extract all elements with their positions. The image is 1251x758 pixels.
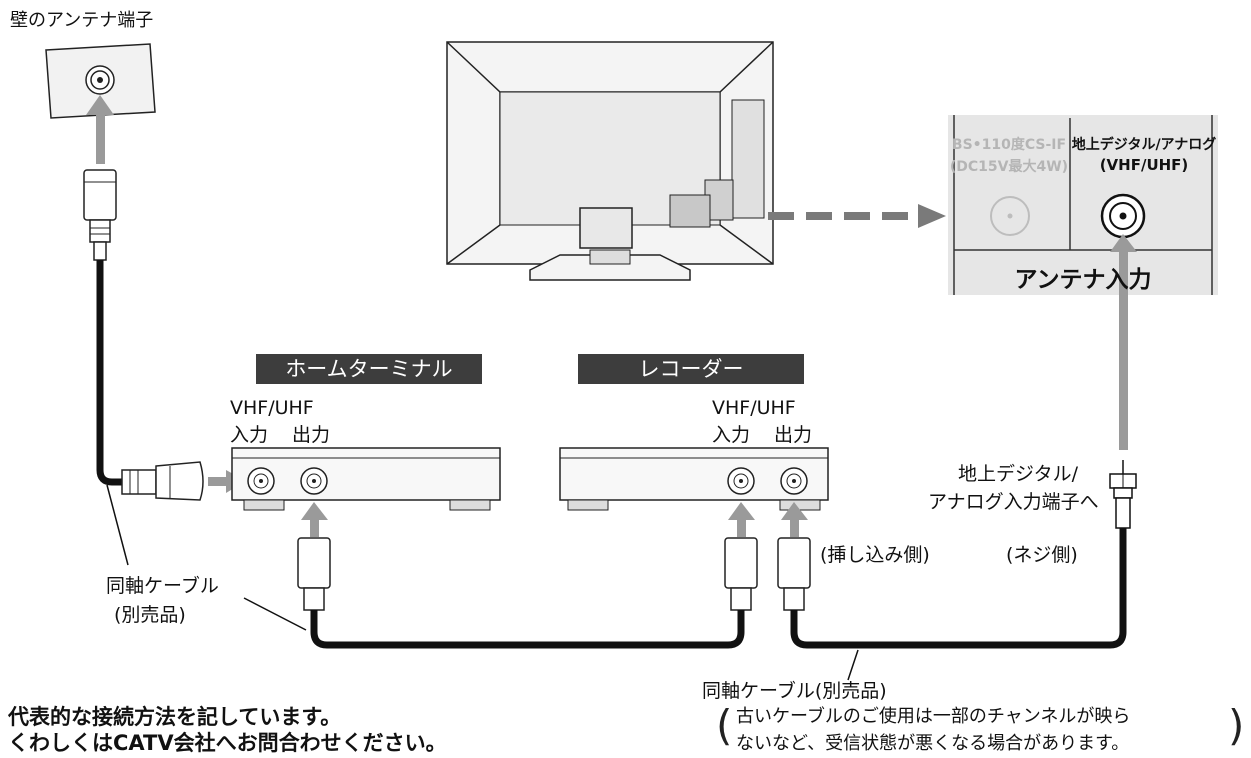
recorder-device bbox=[559, 447, 829, 511]
recorder-output-label: 出力 bbox=[774, 424, 813, 446]
home-terminal-title: ホームターミナル bbox=[256, 354, 482, 384]
recorder-port-header: VHF/UHF bbox=[712, 397, 796, 419]
recorder-title: レコーダー bbox=[578, 354, 804, 384]
wall-antenna-terminal bbox=[45, 43, 156, 119]
insert-side-label: (挿し込み側) bbox=[820, 544, 930, 566]
bs-cs-label-line1: BS•110度CS-IF bbox=[951, 137, 1067, 153]
tv-rear-view bbox=[446, 41, 774, 281]
terrestrial-label-line2: (VHF/UHF) bbox=[1099, 156, 1189, 174]
coax-cable-left bbox=[96, 260, 122, 486]
coax-cable-left-label-2: (別売品) bbox=[114, 604, 186, 626]
home-input-label: 入力 bbox=[230, 424, 269, 446]
arrow-dashed-to-panel bbox=[768, 204, 946, 228]
home-output-label: 出力 bbox=[292, 424, 331, 446]
vertical-plugs bbox=[297, 537, 811, 611]
coax-cable-home-to-recorder bbox=[310, 610, 745, 649]
note-line-2: くわしくはCATV会社へお問合わせください。 bbox=[8, 731, 447, 755]
screw-plug bbox=[1109, 460, 1137, 529]
caution-line-1: 古いケーブルのご使用は一部のチャンネルが映ら bbox=[736, 706, 1131, 727]
antenna-input-panel bbox=[948, 115, 1218, 295]
screw-side-label: (ネジ側) bbox=[1006, 544, 1078, 566]
terrestrial-label-line1: 地上デジタル/アナログ bbox=[1071, 137, 1217, 153]
arrow-up-wall bbox=[86, 95, 114, 164]
note-line-1: 代表的な接続方法を記しています。 bbox=[8, 705, 342, 729]
arrows-up-into-ports bbox=[301, 502, 808, 537]
arrow-up-to-panel bbox=[1110, 234, 1137, 450]
caution-close-paren: ) bbox=[1228, 701, 1245, 750]
caution-open-paren: ( bbox=[716, 701, 733, 750]
wall-terminal-label: 壁のアンテナ端子 bbox=[10, 10, 154, 31]
coax-cable-recorder-to-tv bbox=[790, 528, 1127, 649]
terrestrial-input-label-1: 地上デジタル/ bbox=[958, 463, 1079, 485]
coax-cable-bottom-label: 同軸ケーブル(別売品) bbox=[702, 680, 887, 702]
home-terminal-device bbox=[231, 447, 501, 511]
terrestrial-input-label-2: アナログ入力端子へ bbox=[928, 491, 1099, 513]
bs-cs-label-line2: (DC15V最大4W) bbox=[949, 159, 1069, 175]
home-port-header: VHF/UHF bbox=[230, 397, 314, 419]
caution-line-2: ないなど、受信状態が悪くなる場合があります。 bbox=[736, 733, 1130, 754]
coax-cable-left-label-1: 同軸ケーブル bbox=[106, 575, 219, 597]
antenna-input-label: アンテナ入力 bbox=[1014, 267, 1152, 293]
coax-plug-home-input bbox=[121, 461, 204, 501]
recorder-input-label: 入力 bbox=[712, 424, 751, 446]
coax-plug-wall bbox=[83, 169, 117, 261]
bs-cs-port bbox=[990, 196, 1030, 236]
